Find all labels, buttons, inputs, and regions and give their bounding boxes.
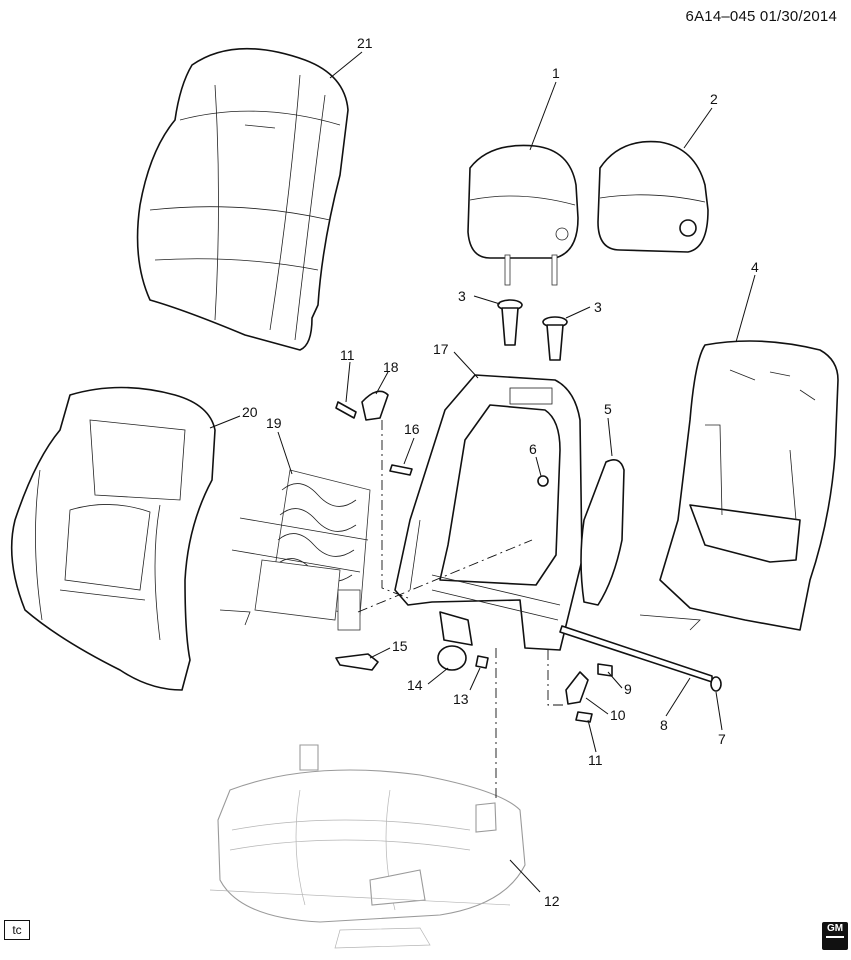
gm-logo: GM bbox=[822, 922, 848, 950]
part-6-nut bbox=[537, 475, 549, 487]
tc-tag: tc bbox=[4, 920, 30, 940]
part-3-guide-left bbox=[497, 299, 523, 346]
part-15-clip bbox=[335, 653, 379, 671]
callout-11b: 11 bbox=[588, 752, 603, 768]
callout-3b: 3 bbox=[594, 299, 602, 315]
callout-6: 6 bbox=[529, 441, 537, 457]
callout-1: 1 bbox=[552, 65, 560, 81]
callout-17: 17 bbox=[433, 341, 449, 357]
part-2-headrest-cover bbox=[597, 140, 709, 253]
part-19-lumbar-support bbox=[219, 469, 371, 631]
callout-14: 14 bbox=[407, 677, 423, 693]
callout-21: 21 bbox=[357, 35, 373, 51]
callout-13: 13 bbox=[453, 691, 469, 707]
part-11-fastener-lower bbox=[575, 711, 593, 723]
part-3-guide-right bbox=[542, 316, 568, 361]
callout-4: 4 bbox=[751, 259, 759, 275]
part-4-seat-back-panel bbox=[639, 340, 839, 631]
part-10-bracket bbox=[565, 671, 589, 705]
callout-8: 8 bbox=[660, 717, 668, 733]
part-17-seat-back-frame bbox=[394, 374, 583, 651]
callout-15: 15 bbox=[392, 638, 408, 654]
callout-2: 2 bbox=[710, 91, 718, 107]
part-14-recliner-motor bbox=[437, 611, 473, 671]
part-7-ring bbox=[710, 676, 722, 692]
part-5-side-panel bbox=[580, 459, 625, 606]
callout-16: 16 bbox=[404, 421, 420, 437]
callout-20: 20 bbox=[242, 404, 258, 420]
callout-18: 18 bbox=[383, 359, 399, 375]
callout-19: 19 bbox=[266, 415, 282, 431]
part-20-seat-back-pad bbox=[10, 386, 216, 691]
callout-5: 5 bbox=[604, 401, 612, 417]
part-21-seat-back-cover bbox=[136, 47, 349, 351]
part-8-rod bbox=[559, 625, 713, 683]
part-1-headrest bbox=[467, 144, 579, 286]
callout-10: 10 bbox=[610, 707, 626, 723]
gm-logo-text: GM bbox=[826, 923, 844, 934]
callout-3a: 3 bbox=[458, 288, 466, 304]
callout-9: 9 bbox=[624, 681, 632, 697]
part-13-bolt bbox=[475, 655, 489, 669]
callout-7: 7 bbox=[718, 731, 726, 747]
document-id: 6A14–045 01/30/2014 bbox=[685, 8, 837, 25]
part-18-clip bbox=[361, 390, 389, 421]
part-16-fastener bbox=[389, 464, 413, 476]
gm-logo-bar bbox=[826, 936, 844, 938]
callout-11a: 11 bbox=[340, 347, 355, 363]
callout-12: 12 bbox=[544, 893, 560, 909]
part-12-seat-cushion-context bbox=[209, 744, 526, 949]
part-11-fastener-upper bbox=[335, 401, 357, 419]
